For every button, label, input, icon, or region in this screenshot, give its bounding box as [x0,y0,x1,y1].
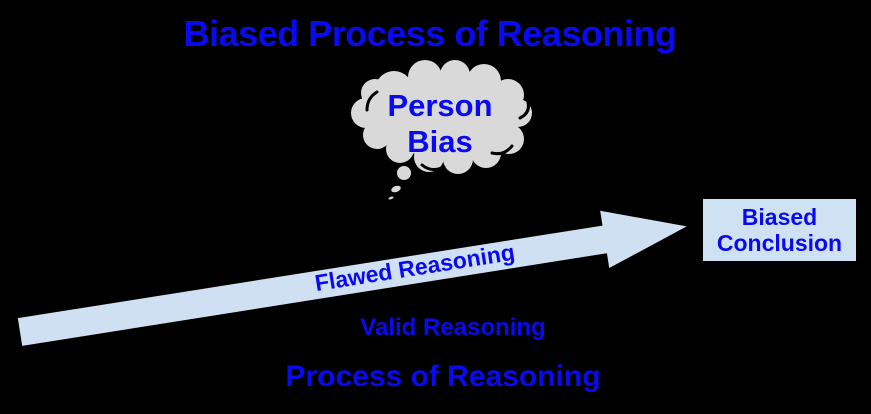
conclusion-line2: Conclusion [716,230,843,256]
conclusion-line1: Biased [741,204,818,230]
cloud-text-line2: Bias [407,124,473,159]
thought-cloud [351,60,532,174]
flawed-reasoning-label: Flawed Reasoning [313,239,517,296]
process-of-reasoning-label: Process of Reasoning [285,360,601,393]
cloud-scallop-hooks [365,90,530,172]
diagram-title: Biased Process of Reasoning [183,13,677,54]
thought-cloud-text: Person Bias [348,88,532,160]
reasoning-arrow: Flawed Reasoning [17,210,687,346]
valid-reasoning-label: Valid Reasoning [360,314,546,341]
thought-bubble-trail [385,163,414,202]
cloud-text-line1: Person [387,88,493,123]
arrow-shape [17,210,687,346]
biased-conclusion-box: Biased Conclusion [703,199,856,261]
